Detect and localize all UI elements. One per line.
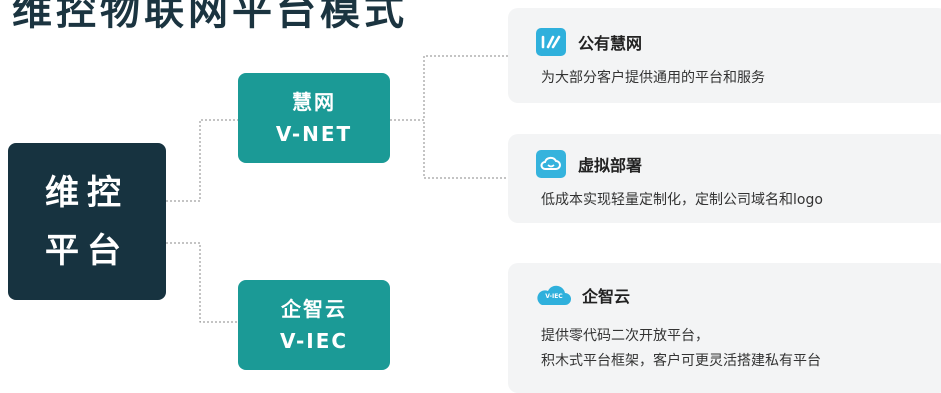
connector-vnet-to-virtual — [390, 119, 508, 179]
card-title: 虚拟部署 — [578, 156, 643, 175]
card-desc-line: 提供零代码二次开放平台， — [541, 328, 709, 344]
branch-title: 慧网 — [292, 90, 336, 114]
connector-vnet-to-public — [390, 55, 508, 121]
card-desc: 为大部分客户提供通用的平台和服务 — [541, 70, 765, 86]
card-viec: V-IEC 企智云 提供零代码二次开放平台， 积木式平台框架，客户可更灵活搭建私… — [508, 263, 941, 393]
card-desc: 提供零代码二次开放平台， 积木式平台框架，客户可更灵活搭建私有平台 — [541, 324, 821, 374]
card-public-vnet: 公有慧网 为大部分客户提供通用的平台和服务 — [508, 8, 941, 103]
viec-cloud-icon: V-IEC — [536, 283, 572, 307]
connector-root-to-vnet — [166, 119, 238, 202]
page-title: 维控物联网平台模式 — [12, 0, 408, 34]
root-node-platform: 维控 平台 — [8, 143, 166, 300]
card-virtual-deploy: 虚拟部署 低成本实现轻量定制化，定制公司域名和logo — [508, 134, 941, 223]
viec-icon-text: V-IEC — [545, 293, 563, 300]
connector-root-to-viec — [166, 242, 238, 323]
branch-subtitle: V-IEC — [279, 329, 349, 353]
vnet-logo-icon — [536, 28, 566, 56]
branch-title: 企智云 — [281, 297, 347, 321]
card-desc-line: 积木式平台框架，客户可更灵活搭建私有平台 — [541, 353, 821, 369]
branch-subtitle: V-NET — [275, 122, 353, 146]
root-label-line1: 维控 — [45, 172, 129, 213]
branch-node-viec: 企智云 V-IEC — [238, 280, 390, 370]
root-label-line2: 平台 — [45, 230, 129, 271]
card-desc: 低成本实现轻量定制化，定制公司域名和logo — [541, 192, 823, 208]
branch-node-vnet: 慧网 V-NET — [238, 73, 390, 163]
card-title: 企智云 — [582, 287, 631, 306]
cloud-icon — [536, 150, 566, 178]
card-title: 公有慧网 — [578, 34, 643, 53]
